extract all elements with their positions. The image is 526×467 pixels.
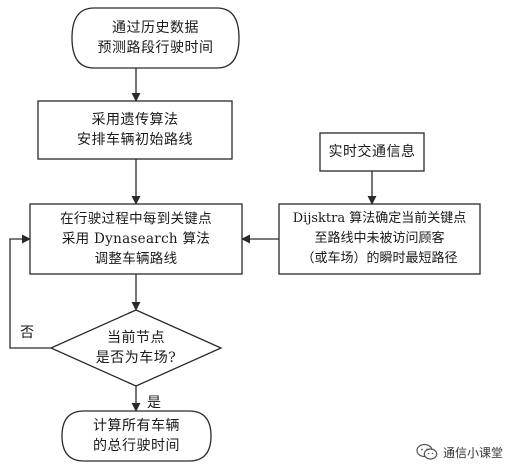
end-line-2: 的总行驶时间 bbox=[93, 438, 180, 454]
adjust-route-text: 在行驶过程中每到关键点 采用 Dynasearch 算法 调整车辆路线 bbox=[30, 204, 242, 274]
edge-decision-no-loop bbox=[9, 234, 51, 349]
end-line-1: 计算所有车辆 bbox=[93, 418, 180, 434]
realtime-traffic-label: 实时交通信息 bbox=[328, 144, 416, 160]
end-terminator bbox=[61, 410, 212, 462]
wechat-icon bbox=[416, 443, 438, 460]
start-line-2: 预测路段行驶时间 bbox=[97, 40, 214, 56]
dijkstra-line-1: Dijsktra 算法确定当前关键点 bbox=[292, 211, 467, 226]
yes-label: 是 bbox=[147, 395, 161, 411]
initial-route-text: 采用遗传算法 安排车辆初始路线 bbox=[38, 101, 232, 159]
watermark-text: 通信小课堂 bbox=[443, 445, 504, 460]
adjust-route-line-3: 调整车辆路线 bbox=[94, 251, 178, 267]
decision-line-1: 当前节点 bbox=[107, 330, 165, 346]
end-node-text: 计算所有车辆 的总行驶时间 bbox=[62, 411, 211, 461]
no-label: 否 bbox=[20, 325, 34, 341]
dijkstra-text: Dijsktra 算法确定当前关键点 至路线中未被访问顾客 （或车场）的瞬时最短… bbox=[279, 204, 480, 274]
dijkstra-line-3: （或车场）的瞬时最短路径 bbox=[301, 251, 458, 266]
realtime-traffic-text: 实时交通信息 bbox=[320, 133, 424, 171]
adjust-route-line-1: 在行驶过程中每到关键点 bbox=[60, 211, 212, 227]
start-line-1: 通过历史数据 bbox=[112, 20, 199, 36]
watermark: 通信小课堂 bbox=[416, 440, 524, 464]
adjust-route-line-2: 采用 Dynasearch 算法 bbox=[61, 231, 211, 247]
initial-route-line-1: 采用遗传算法 bbox=[91, 112, 179, 128]
start-terminator bbox=[71, 7, 240, 69]
initial-route-line-2: 安排车辆初始路线 bbox=[77, 132, 193, 148]
start-node-text: 通过历史数据 预测路段行驶时间 bbox=[72, 8, 239, 68]
decision-text: 当前节点 是否为车场? bbox=[76, 326, 196, 370]
dijkstra-line-2: 至路线中未被访问顾客 bbox=[314, 231, 445, 246]
decision-line-2: 是否为车场? bbox=[95, 350, 177, 366]
